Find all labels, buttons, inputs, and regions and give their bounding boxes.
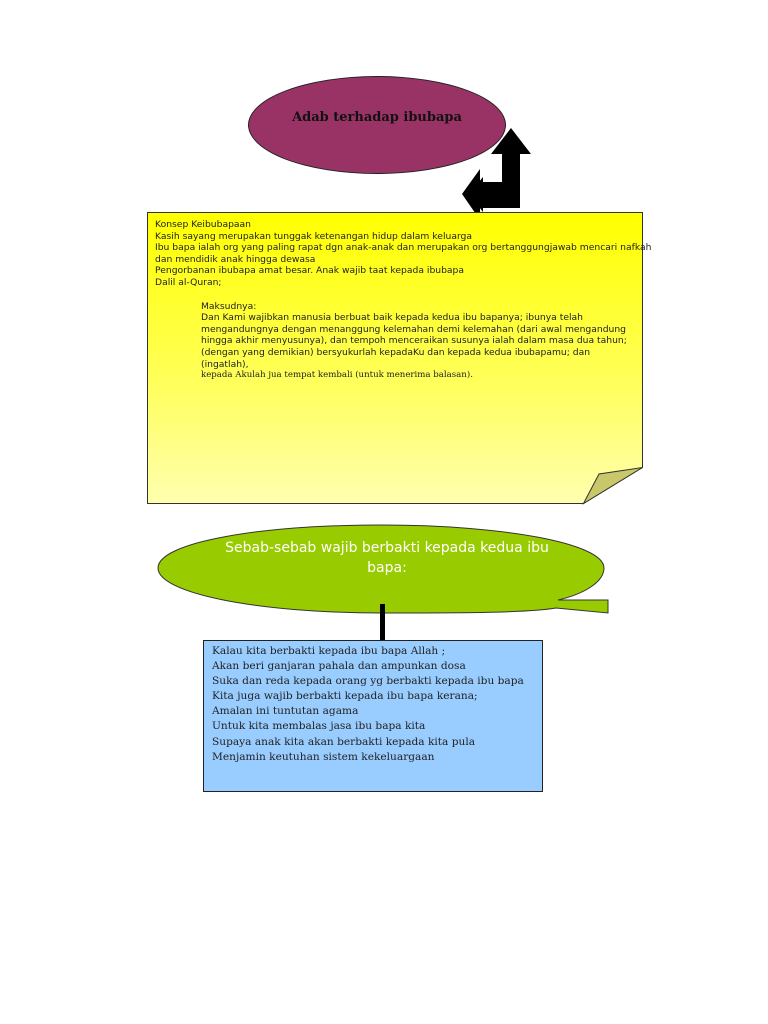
translation-label: Maksudnya:: [201, 300, 257, 312]
callout-text: Sebab-sebab wajib berbakti kepada kedua …: [225, 540, 549, 576]
diagram-title: Adab terhadap ibubapa: [292, 110, 462, 125]
note-content: Konsep Keibubapaan Kasih sayang merupaka…: [155, 219, 652, 382]
note-line: Kasih sayang merupakan tunggak ketenanga…: [155, 230, 473, 242]
reason-item: Supaya anak kita akan berbakti kepada ki…: [212, 735, 476, 748]
reason-item: Menjamin keutuhan sistem kekeluargaan: [212, 750, 435, 763]
note-folded-corner: [582, 467, 643, 505]
reason-item: Untuk kita membalas jasa ibu bapa kita: [212, 720, 426, 733]
translation-block: Maksudnya: Dan Kami wajibkan manusia ber…: [201, 301, 631, 382]
reason-item: Suka dan reda kepada orang yg berbakti k…: [212, 675, 524, 688]
reasons-box: [203, 640, 543, 792]
reason-item: Amalan ini tuntutan agama: [212, 705, 359, 718]
reasons-list: Kalau kita berbakti kepada ibu bapa Alla…: [212, 644, 542, 765]
title-ellipse: [248, 76, 506, 174]
note-line: dan mendidik anak hingga dewasa: [155, 253, 316, 265]
translation-end: kepada Akulah jua tempat kembali (untuk …: [201, 370, 473, 381]
note-line: Konsep Keibubapaan: [155, 219, 252, 230]
note-line: Pengorbanan ibubapa amat besar. Anak waj…: [155, 265, 465, 277]
note-outline: [147, 212, 643, 505]
note-line: Ibu bapa ialah org yang paling rapat dgn…: [155, 242, 652, 254]
reason-item: Akan beri ganjaran pahala dan ampunkan d…: [212, 660, 466, 673]
reason-item: Kita juga wajib berbakti kepada ibu bapa…: [212, 690, 478, 703]
reason-item: Kalau kita berbakti kepada ibu bapa Alla…: [212, 645, 446, 657]
bent-arrow: [462, 128, 531, 220]
connector-line: [380, 604, 385, 644]
translation-text: Dan Kami wajibkan manusia berbuat baik k…: [201, 312, 627, 370]
note-line: Dalil al-Quran;: [155, 276, 222, 288]
reasons-callout: [157, 524, 609, 614]
concept-note: [147, 212, 643, 504]
